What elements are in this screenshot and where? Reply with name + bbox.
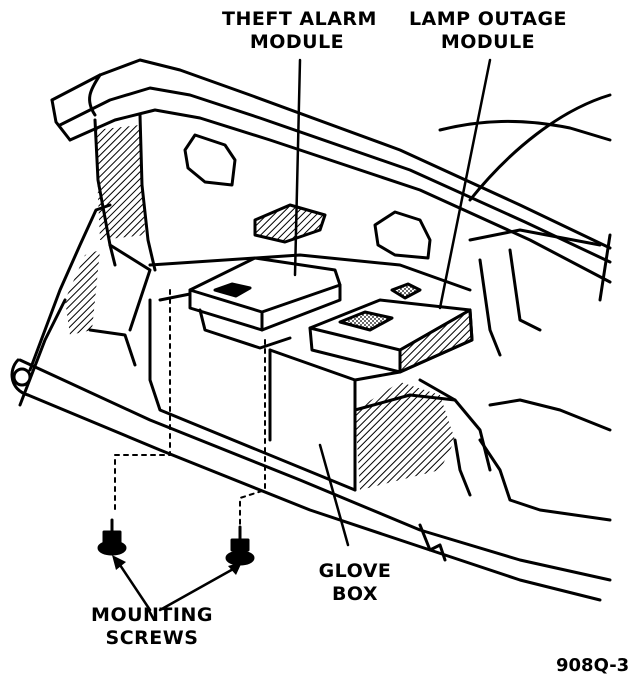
rail-end-cap <box>12 367 32 387</box>
lamp-outage-module-label-line1: LAMP OUTAGE <box>408 8 568 30</box>
lamp-outage-module-shape <box>308 282 474 374</box>
screw-alignment-lines <box>114 289 266 526</box>
theft-alarm-module-shape <box>188 256 342 350</box>
mounting-screws-label: MOUNTING SCREWS <box>82 604 222 650</box>
glove-box-label-line2: BOX <box>331 583 379 605</box>
lower-dash-rail <box>10 358 612 602</box>
glove-box-hatched-side <box>355 382 455 490</box>
glove-box-label-line1: GLOVE <box>318 560 392 582</box>
leader-lines <box>118 58 492 612</box>
mounting-screw-right <box>225 525 255 566</box>
upper-dash-rail <box>50 58 612 302</box>
left-lower-hatched-panel <box>65 250 100 335</box>
glove-box-label: GLOVE BOX <box>310 560 400 606</box>
left-hatched-panel <box>95 125 145 240</box>
leader-arrowheads <box>112 555 242 575</box>
mounting-screw-left <box>97 518 127 556</box>
mounting-screws-label-line1: MOUNTING <box>91 604 213 626</box>
theft-alarm-module-label-line2: MODULE <box>249 31 345 53</box>
mounting-screws-label-line2: SCREWS <box>105 627 199 649</box>
figure-id: 908Q-3 <box>556 655 630 676</box>
lamp-outage-module-label-line2: MODULE <box>440 31 536 53</box>
theft-alarm-module-label: THEFT ALARM MODULE <box>222 8 377 54</box>
lamp-outage-module-label: LAMP OUTAGE MODULE <box>408 8 568 54</box>
dash-shelf <box>148 93 612 357</box>
theft-alarm-module-label-line1: THEFT ALARM <box>222 8 377 30</box>
upper-clips <box>183 133 432 260</box>
